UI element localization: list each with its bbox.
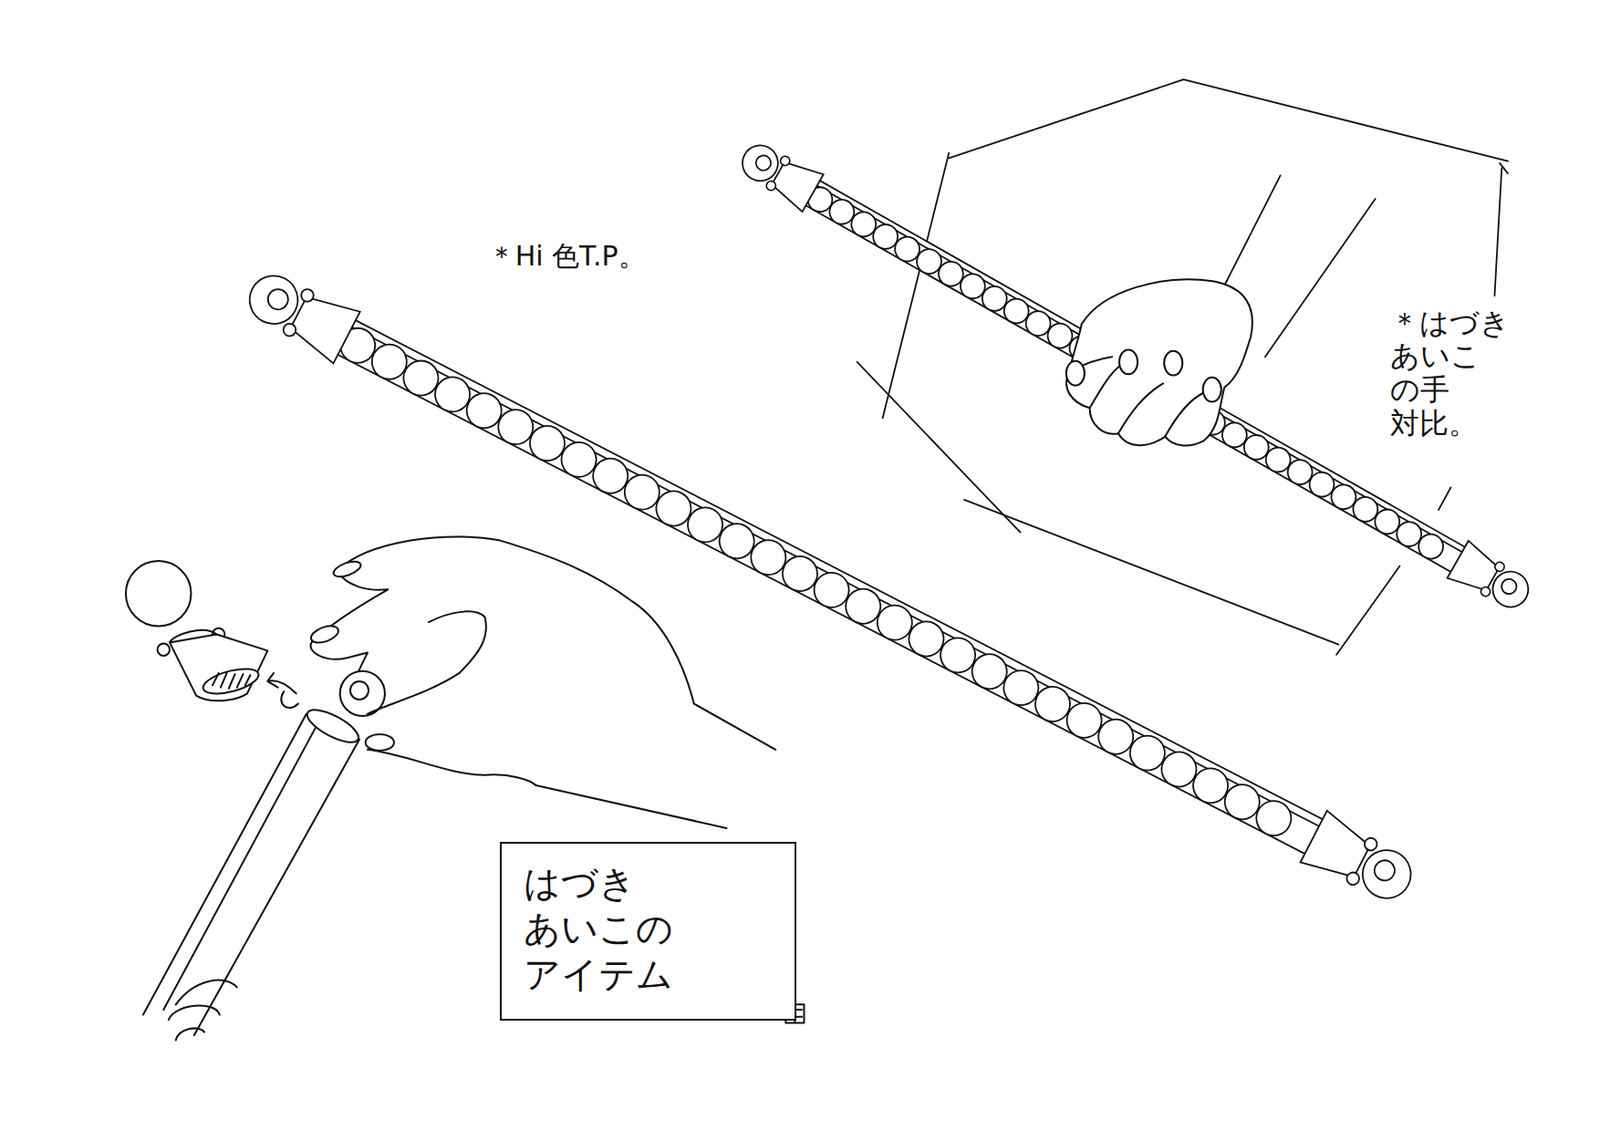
small-bead	[764, 179, 778, 193]
arrow-curl	[267, 673, 299, 708]
small-bead	[1479, 585, 1493, 599]
small-bead	[1493, 561, 1507, 574]
arm-line	[1219, 175, 1281, 296]
tube	[803, 179, 1468, 574]
hand	[311, 536, 777, 829]
fingernail	[1066, 361, 1085, 386]
small-bead	[299, 287, 316, 304]
hatch	[212, 673, 250, 689]
cap-thread	[200, 664, 261, 699]
wand	[734, 135, 1537, 617]
fingernail	[1203, 377, 1222, 403]
guide-line	[1336, 566, 1400, 655]
cap-collar	[169, 633, 268, 701]
end-ball	[736, 138, 785, 188]
drawing-part	[125, 279, 1253, 1040]
fingernail	[1163, 351, 1183, 376]
hand	[1066, 279, 1253, 446]
guide-line	[964, 499, 1339, 645]
end-ball	[1485, 565, 1535, 614]
guide-line	[883, 153, 950, 419]
cap-ball	[125, 561, 192, 627]
bead-highlight	[350, 681, 369, 700]
small-bead	[779, 155, 792, 168]
ball-highlight	[753, 153, 774, 174]
guide-line	[1438, 487, 1451, 510]
guide-line	[948, 79, 1508, 161]
bead	[1413, 529, 1448, 564]
arm-line	[1265, 198, 1376, 357]
note-text: ＊Hi 色T.P。	[488, 240, 646, 273]
end-ball	[241, 267, 307, 333]
fingernail	[365, 734, 395, 751]
note-text: ＊はづき あいこ の手 対比。	[1390, 306, 1525, 441]
fingernail	[1119, 350, 1138, 375]
tube-line	[814, 184, 1465, 554]
cap-bead	[157, 644, 170, 656]
small-bead	[1344, 870, 1362, 887]
fingernail	[332, 558, 364, 580]
cap-ring	[169, 630, 217, 644]
small-bead	[280, 321, 298, 338]
box-text: はづき あいこの アイテム	[523, 860, 707, 998]
ball-highlight	[1371, 856, 1399, 884]
guide-line	[1494, 163, 1508, 296]
wand	[238, 262, 1422, 912]
bead	[168, 980, 238, 1041]
title-box: はづき あいこの アイテム	[499, 841, 796, 1021]
tube	[143, 714, 360, 1036]
small-bead	[1362, 835, 1380, 852]
fingernail	[309, 623, 342, 646]
ball-highlight	[1498, 576, 1519, 597]
guide-line	[857, 362, 1021, 533]
finger-line	[367, 611, 536, 786]
end-ball	[1354, 841, 1420, 907]
ball-highlight	[264, 285, 292, 313]
bead	[1250, 794, 1298, 842]
